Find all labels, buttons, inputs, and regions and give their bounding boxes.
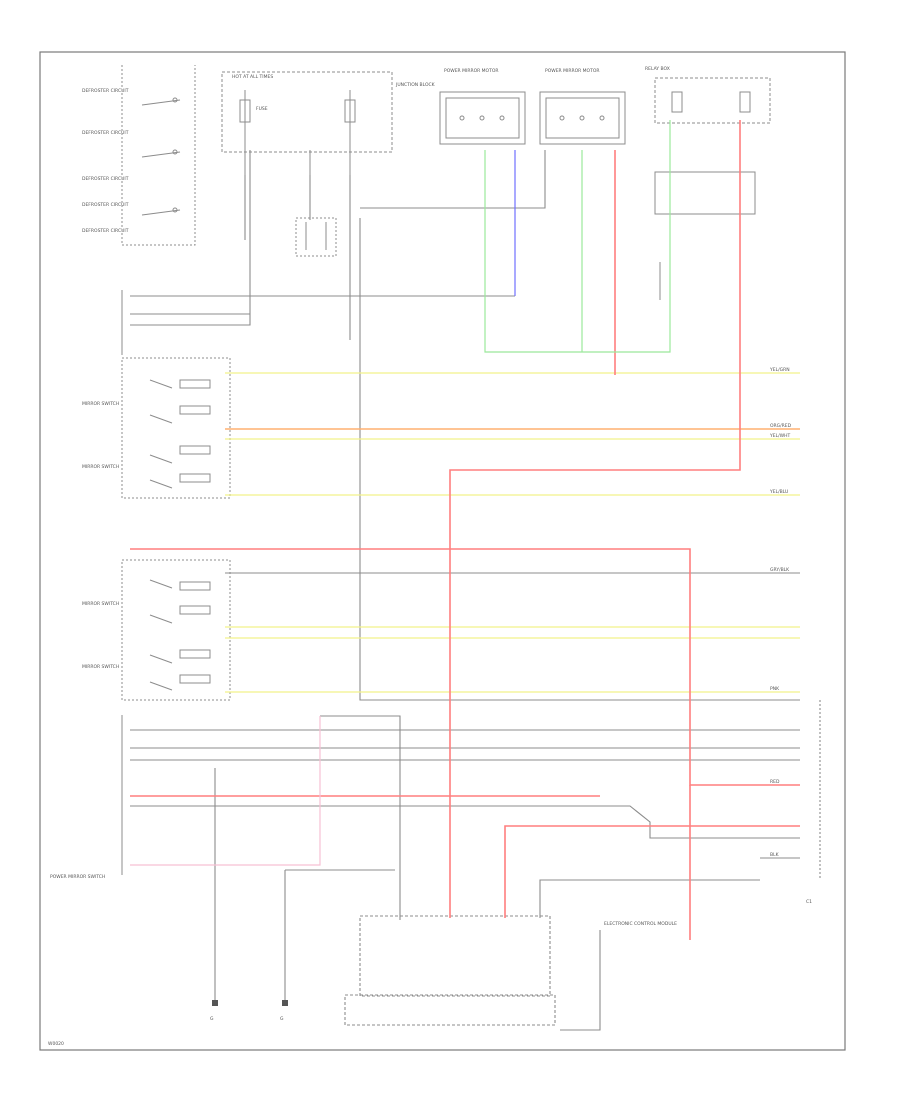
ground-symbols <box>212 1000 288 1006</box>
left-label-2: DEFROSTER CIRCUIT <box>82 130 129 136</box>
module-a-title: POWER MIRROR MOTOR <box>444 68 499 74</box>
wires-green <box>484 120 671 353</box>
relay-box-title: RELAY BOX <box>645 66 670 72</box>
label-org-red: ORG/RED <box>770 423 792 429</box>
label-yel-blu: YEL/BLU <box>769 489 788 495</box>
switch-label-2: MIRROR SWITCH <box>82 464 119 470</box>
switch-label-3: MIRROR SWITCH <box>82 601 119 607</box>
footer-code: W0020 <box>48 1041 64 1047</box>
switch-label-4: MIRROR SWITCH <box>82 664 119 670</box>
ground-1-label: G <box>210 1016 214 1022</box>
mirror-switch-lower <box>121 559 231 701</box>
small-relay <box>295 217 337 257</box>
switch-connector-label: POWER MIRROR SWITCH <box>50 874 105 880</box>
wires-gray <box>130 150 821 1031</box>
label-red: RED <box>770 779 780 785</box>
module-b-title: POWER MIRROR MOTOR <box>545 68 600 74</box>
label-yel-grn: YEL/GRN <box>769 367 790 373</box>
left-label-3: DEFROSTER CIRCUIT <box>82 176 129 182</box>
fuse-block-label: FUSE <box>256 106 268 112</box>
diagram-border <box>39 51 846 1051</box>
wires-yellow <box>225 372 800 693</box>
wires-pink <box>130 716 321 866</box>
junction-block-label: JUNCTION BLOCK <box>395 82 436 88</box>
mirror-switch-upper <box>121 357 231 499</box>
mirror-motor-module-b <box>539 91 626 145</box>
left-label-4: DEFROSTER CIRCUIT <box>82 202 129 208</box>
mirror-motor-module-a <box>439 91 526 145</box>
fuse-junction-block <box>221 71 393 175</box>
left-label-column: DEFROSTER CIRCUIT DEFROSTER CIRCUIT DEFR… <box>82 88 129 670</box>
ecm-label: ELECTRONIC CONTROL MODULE <box>604 921 677 927</box>
fuse-block-title: HOT AT ALL TIMES <box>232 74 273 80</box>
ground-2-label: G <box>280 1016 284 1022</box>
wires-red <box>130 120 800 940</box>
label-blk: BLK <box>770 852 780 858</box>
relay-box <box>654 77 771 300</box>
label-pnk: PNK <box>770 686 780 692</box>
wire-labels-right: YEL/GRN ORG/RED YEL/WHT YEL/BLU RED GRY/… <box>769 367 792 858</box>
defroster-switch-block <box>121 65 196 246</box>
label-gry-blk: GRY/BLK <box>770 567 790 573</box>
right-connector-label: C1 <box>806 899 812 905</box>
left-label-5: DEFROSTER CIRCUIT <box>82 228 129 234</box>
left-label-1: DEFROSTER CIRCUIT <box>82 88 129 94</box>
switch-label-1: MIRROR SWITCH <box>82 401 119 407</box>
label-yel-wht: YEL/WHT <box>769 433 790 439</box>
